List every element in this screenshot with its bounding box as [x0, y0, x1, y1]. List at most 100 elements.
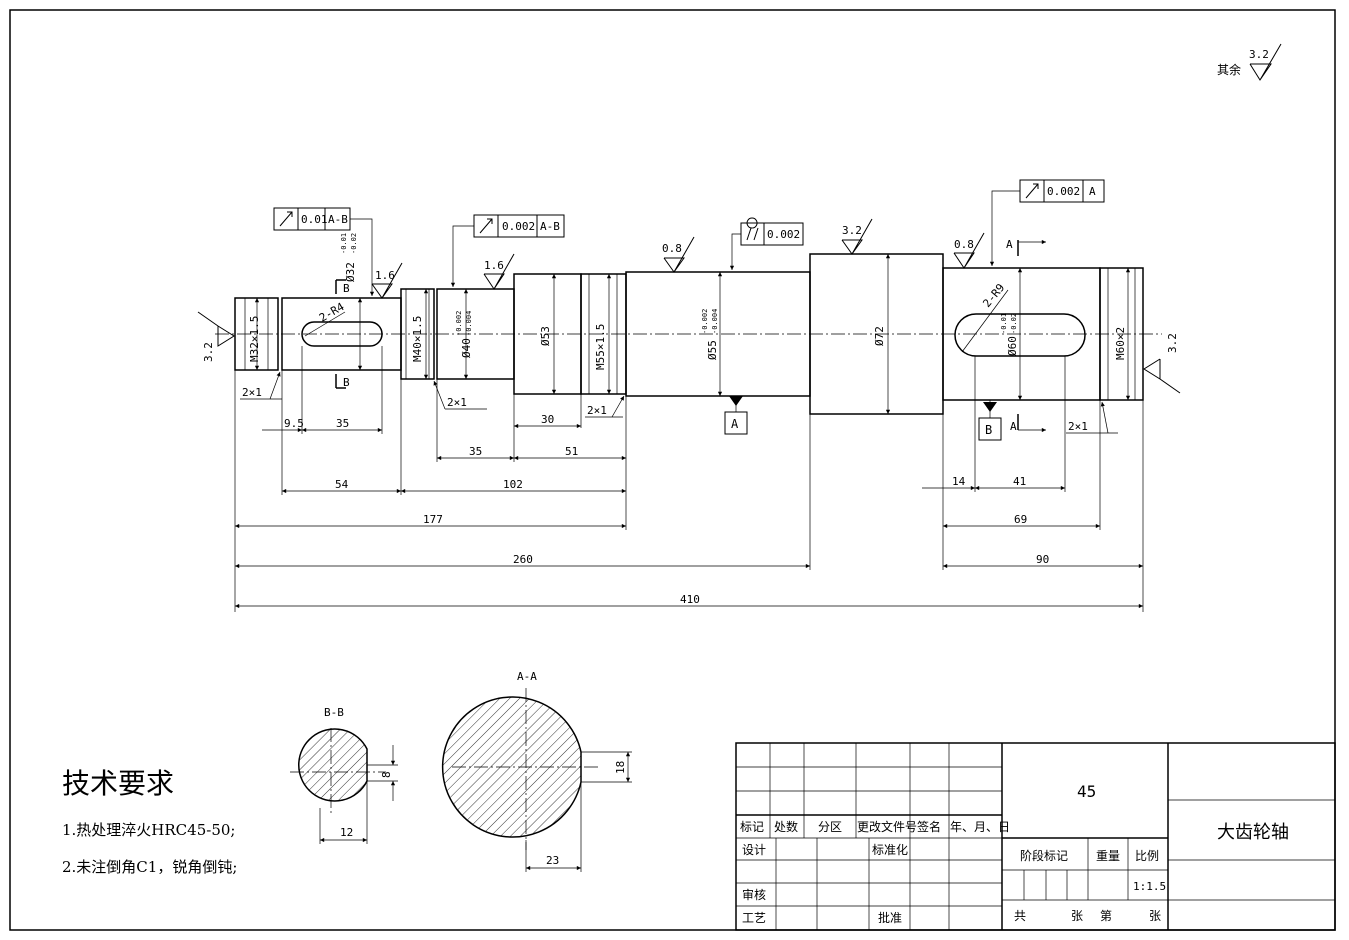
- datum-a: A: [724, 396, 748, 435]
- d60-tol-lo: -0.02: [1010, 313, 1018, 334]
- svg-text:重量: 重量: [1096, 849, 1120, 863]
- svg-text:2×1: 2×1: [447, 396, 467, 409]
- svg-text:0.002: 0.002: [1047, 185, 1080, 198]
- m55-label: M55×1.5: [594, 324, 607, 370]
- svg-text:0.002: 0.002: [502, 220, 535, 233]
- svg-text:9.5: 9.5: [284, 417, 304, 430]
- general-roughness-value: 3.2: [1249, 48, 1269, 61]
- svg-text:A: A: [1006, 238, 1013, 251]
- d60-tol-up: -0.01: [1000, 313, 1008, 334]
- datum-triangle-icon: [729, 396, 743, 406]
- svg-text:35: 35: [469, 445, 482, 458]
- svg-text:处数: 处数: [774, 819, 798, 834]
- section-markers: B B A A: [335, 238, 1046, 433]
- m32-label: M32×1.5: [248, 316, 261, 362]
- roughness-symbol-icon: [1143, 358, 1181, 394]
- runout-arrow-icon: [279, 211, 293, 227]
- svg-text:0.002: 0.002: [767, 228, 800, 241]
- roughness-symbol-icon: [663, 236, 695, 273]
- d40-tol-up: -0.002: [455, 311, 463, 336]
- section-bb-title: B-B: [324, 706, 344, 719]
- roughness-symbol-icon: [953, 232, 985, 269]
- keyway-radius-left: 2-R4: [317, 300, 347, 325]
- tech-requirements-title: 技术要求: [62, 767, 174, 800]
- tolerance-frame-4: 0.002 A: [989, 179, 1105, 266]
- d40-label: Ø40: [460, 338, 473, 358]
- svg-text:18: 18: [614, 761, 627, 774]
- svg-text:更改文件号: 更改文件号: [857, 819, 917, 834]
- svg-text:张: 张: [1149, 909, 1161, 923]
- svg-text:2×1: 2×1: [1068, 420, 1088, 433]
- roughness-symbol-icon: [371, 262, 403, 299]
- d40-tol-lo: -0.004: [465, 311, 473, 336]
- roughness-mark: 0.8: [954, 238, 974, 251]
- section-aa-shape: [441, 696, 582, 838]
- svg-text:41: 41: [1013, 475, 1026, 488]
- svg-text:工艺: 工艺: [742, 911, 766, 925]
- svg-text:69: 69: [1014, 513, 1027, 526]
- roughness-symbol-icon: [841, 218, 873, 255]
- d55-label: Ø55: [706, 340, 719, 360]
- roughness-mark: 1.6: [484, 259, 504, 272]
- svg-text:260: 260: [513, 553, 533, 566]
- svg-text:B: B: [985, 423, 992, 437]
- svg-text:102: 102: [503, 478, 523, 491]
- svg-text:23: 23: [546, 854, 559, 867]
- d32-tol-lo: -0.02: [350, 233, 358, 254]
- section-aa-title: A-A: [517, 670, 537, 683]
- svg-text:审核: 审核: [742, 887, 766, 902]
- svg-text:共: 共: [1014, 909, 1026, 923]
- svg-text:2×1: 2×1: [587, 404, 607, 417]
- general-roughness: 其余 3.2: [1217, 43, 1282, 81]
- keyway-left: [301, 321, 383, 347]
- shaft-labels: M32×1.5 Ø32 -0.01 -0.02 M40×1.5 Ø40 -0.0…: [248, 233, 1127, 370]
- svg-text:14: 14: [952, 475, 966, 488]
- d32-label: Ø32: [344, 262, 357, 282]
- m60-label: M60×2: [1114, 327, 1127, 360]
- svg-text:A: A: [1010, 420, 1017, 433]
- svg-text:设计: 设计: [742, 843, 766, 857]
- roughness-mark: 3.2: [202, 342, 215, 362]
- extension-lines: [234, 346, 1144, 612]
- chamfer-notes: 2×1 2×1 2×1 2×1: [240, 371, 1118, 434]
- svg-text:54: 54: [335, 478, 349, 491]
- svg-text:35: 35: [336, 417, 349, 430]
- roughness-marks: 1.6 1.6 0.8 3.2 0.8 3.2 3.2: [197, 218, 1181, 394]
- svg-text:B: B: [343, 282, 350, 295]
- diameter-dims: [254, 254, 1131, 414]
- svg-text:B: B: [343, 376, 350, 389]
- svg-text:A: A: [1089, 185, 1096, 198]
- tolerance-frame-1: 0.01 A-B: [273, 207, 375, 296]
- svg-text:批准: 批准: [878, 910, 902, 925]
- runout-arrow-icon: [479, 218, 493, 234]
- cylindricity-icon: [746, 217, 759, 241]
- section-bb-shape: [298, 728, 368, 802]
- material-label: 45: [1077, 782, 1096, 801]
- d53-label: Ø53: [539, 326, 552, 346]
- svg-text:177: 177: [423, 513, 443, 526]
- length-dimensions: 9.5 35 30 35 51 54 102 177 260 410 14 41…: [235, 413, 1143, 609]
- roughness-mark: 3.2: [1166, 333, 1179, 353]
- svg-text:标准化: 标准化: [872, 843, 908, 857]
- part-name: 大齿轮轴: [1217, 822, 1289, 843]
- roughness-mark: 0.8: [662, 242, 682, 255]
- svg-text:阶段标记: 阶段标记: [1020, 848, 1068, 863]
- section-aa: A-A 18 23: [441, 670, 632, 872]
- d32-tol-up: -0.01: [340, 233, 348, 254]
- drawing-border: [9, 9, 1336, 931]
- svg-text:张: 张: [1071, 909, 1083, 923]
- svg-text:2×1: 2×1: [242, 386, 262, 399]
- svg-text:12: 12: [340, 826, 353, 839]
- roughness-symbol-icon: [197, 311, 235, 347]
- datum-b: B: [978, 400, 1002, 441]
- roughness-mark: 3.2: [842, 224, 862, 237]
- svg-text:90: 90: [1036, 553, 1049, 566]
- tech-requirement-item: 1.热处理淬火HRC45-50;: [62, 821, 235, 839]
- svg-text:51: 51: [565, 445, 578, 458]
- keyway-radius-right: 2-R9: [980, 281, 1007, 310]
- roughness-symbol-icon: [1249, 43, 1282, 81]
- tolerance-frame-2: 0.002 A-B: [450, 214, 565, 287]
- scale-value: 1:1.5: [1133, 880, 1166, 893]
- d55-tol-lo: -0.004: [711, 309, 719, 334]
- other-label: 其余: [1217, 62, 1241, 77]
